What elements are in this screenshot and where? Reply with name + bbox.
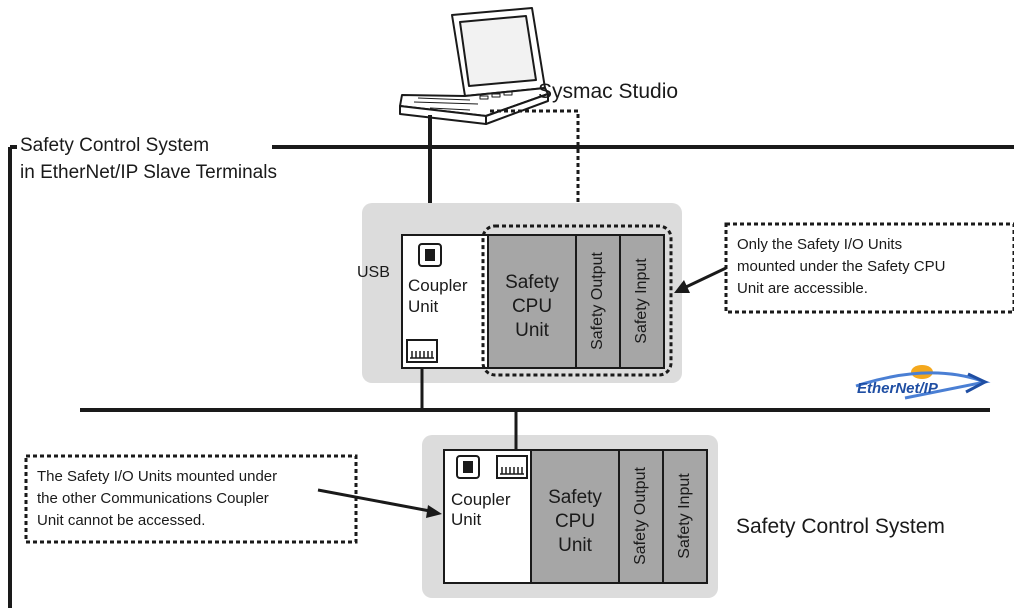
ethernet-ip-logo-icon	[855, 365, 991, 400]
accessible-note-box	[724, 222, 1014, 314]
bottom-cpu-label-line2: CPU	[554, 511, 596, 532]
bottom-coupler-label-line1: Coupler	[451, 490, 511, 509]
top-cpu-label-line1: Safety	[505, 272, 559, 293]
top-safety-output-label: Safety Output	[589, 252, 606, 350]
top-cpu-label-line2: CPU	[511, 296, 553, 317]
not-accessible-note-line3: Unit cannot be accessed.	[37, 512, 206, 529]
accessible-note-arrow	[685, 266, 727, 289]
system-bracket	[8, 145, 1014, 608]
top-cpu-label-line3: Unit	[515, 320, 549, 341]
bottom-cpu-label-line3: Unit	[558, 535, 592, 556]
laptop-icon	[399, 7, 549, 125]
top-coupler-label-line2: Unit	[408, 297, 439, 316]
ethernet-port-icon	[406, 339, 438, 363]
ethernet-ip-logo-text: EtherNet/IP	[857, 380, 938, 397]
not-accessible-note-line2: the other Communications Coupler	[37, 490, 269, 507]
top-coupler-label-line1: Coupler	[408, 276, 468, 295]
system-label-line1: Safety Control System	[20, 135, 210, 156]
bottom-ethernet-port-icon	[496, 455, 528, 479]
top-safety-input-label: Safety Input	[633, 258, 650, 344]
top-terminal	[401, 234, 665, 369]
bottom-safety-output-label: Safety Output	[632, 467, 649, 565]
sysmac-studio-label: Sysmac Studio	[538, 80, 679, 103]
system-label-line2: in EtherNet/IP Slave Terminals	[20, 162, 277, 183]
bottom-system-label: Safety Control System	[736, 515, 945, 538]
access-path-dotted	[490, 109, 580, 218]
not-accessible-note-line1: The Safety I/O Units mounted under	[37, 468, 278, 485]
bottom-safety-input-unit	[662, 449, 708, 584]
accessible-units-outline	[481, 224, 673, 377]
not-accessible-note-box	[24, 454, 358, 544]
bottom-safety-output-unit	[618, 449, 664, 584]
accessible-note-line1: Only the Safety I/O Units	[737, 236, 903, 253]
bottom-coupler-label-line2: Unit	[451, 510, 482, 529]
usb-label: USB	[357, 264, 390, 281]
bottom-cpu-label-line1: Safety	[548, 487, 602, 508]
accessible-note-line2: mounted under the Safety CPU	[737, 258, 946, 275]
bottom-safety-input-label: Safety Input	[676, 473, 693, 559]
not-accessible-note-arrow	[317, 488, 431, 513]
bottom-safety-cpu-unit	[530, 449, 620, 584]
top-safety-input-unit	[619, 234, 665, 369]
accessible-note-line3: Unit are accessible.	[737, 280, 868, 297]
top-safety-cpu-unit	[487, 234, 577, 369]
